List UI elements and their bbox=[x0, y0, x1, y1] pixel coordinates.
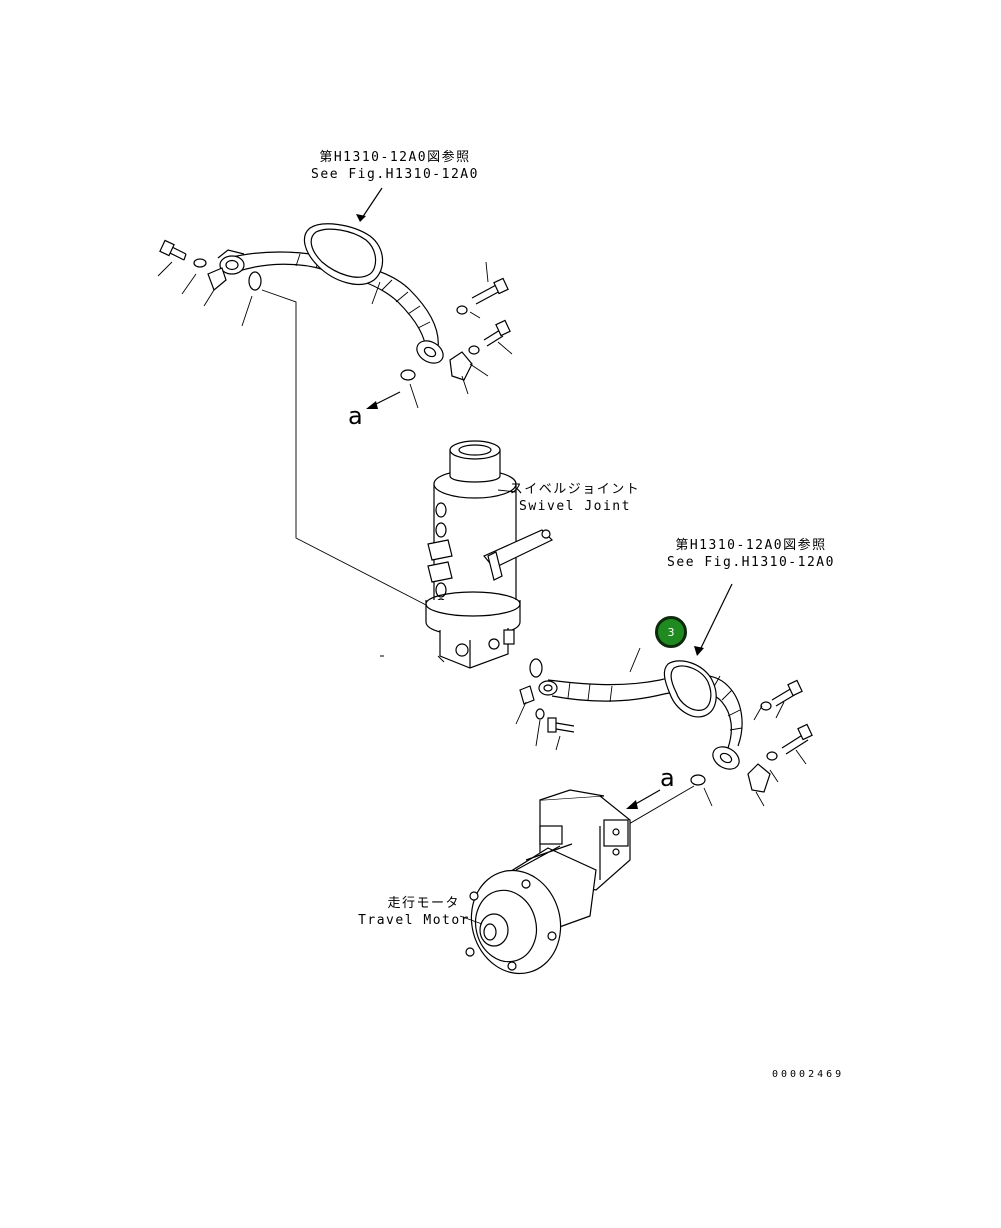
travel-motor bbox=[459, 789, 631, 975]
callout-3[interactable]: 3 bbox=[655, 616, 687, 648]
ref-top-en-label: See Fig.H1310-12A0 bbox=[311, 167, 479, 182]
swivel-jp-label: スイベルジョイント bbox=[509, 482, 641, 497]
ref-mid-jp-label: 第H1310-12A0図参照 bbox=[675, 538, 827, 553]
top-hose-assembly bbox=[157, 187, 513, 409]
swivel-en-label: Swivel Joint bbox=[519, 499, 631, 514]
letter-a-bottom: a bbox=[660, 764, 675, 792]
swivel-joint bbox=[380, 440, 554, 669]
motor-en-label: Travel Motor bbox=[358, 913, 470, 928]
ref-top-jp-label: 第H1310-12A0図参照 bbox=[319, 150, 471, 165]
middle-hose-assembly bbox=[515, 583, 813, 829]
ref-mid-en-label: See Fig.H1310-12A0 bbox=[667, 555, 835, 570]
motor-jp-label: 走行モータ bbox=[387, 896, 460, 911]
letter-a-top: a bbox=[348, 402, 363, 430]
o-ring-leader bbox=[261, 289, 429, 607]
drawing-number: 00002469 bbox=[772, 1069, 845, 1080]
